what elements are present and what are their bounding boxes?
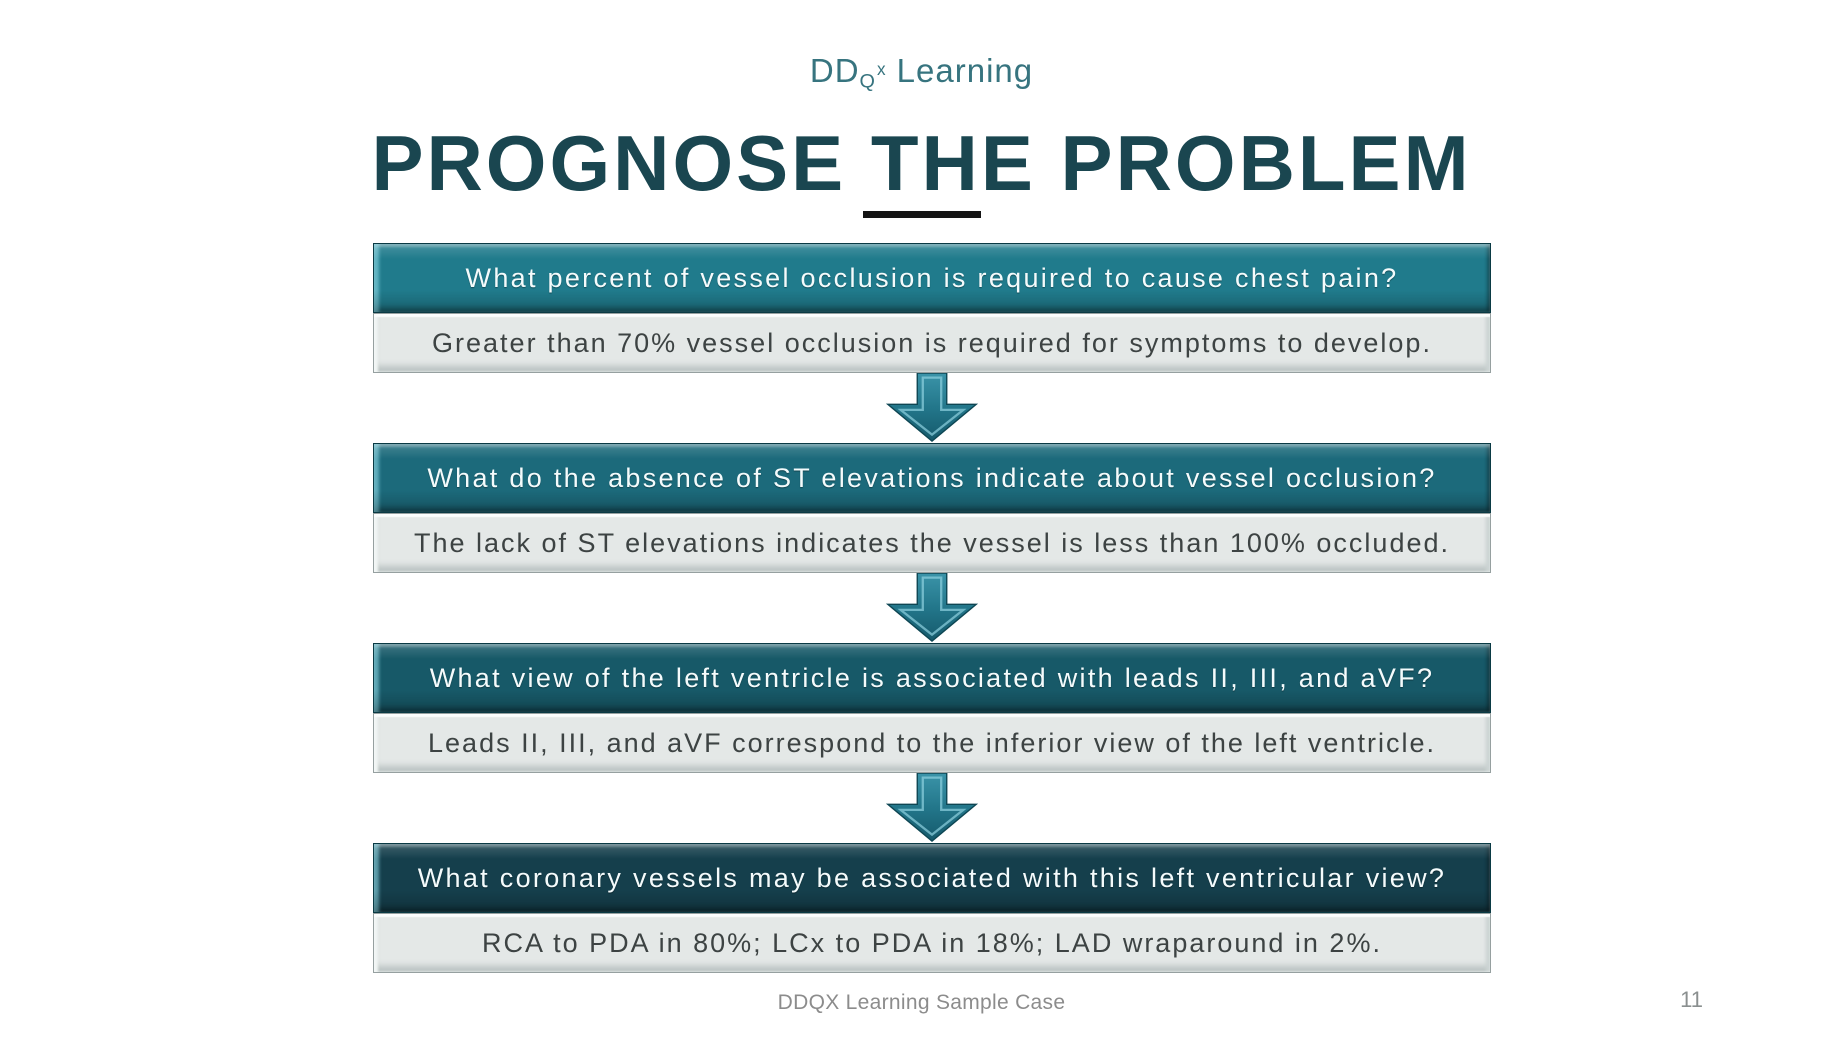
answer-row-4: RCA to PDA in 80%; LCx to PDA in 18%; LA… xyxy=(373,913,1491,973)
page-number: 11 xyxy=(1680,987,1703,1012)
footer-caption: DDQX Learning Sample Case xyxy=(777,991,1066,1014)
brand-logo-subscript: Q xyxy=(859,70,876,93)
brand-logo: DDQx Learning xyxy=(0,52,1843,94)
question-text-1: What percent of vessel occlusion is requ… xyxy=(465,262,1399,293)
question-text-4: What coronary vessels may be associated … xyxy=(417,862,1447,893)
flow-arrow-1 xyxy=(373,373,1491,443)
question-bar-1: What percent of vessel occlusion is requ… xyxy=(373,243,1491,313)
down-arrow-icon xyxy=(885,773,979,843)
flow-arrow-2 xyxy=(373,573,1491,643)
answer-text-3: Leads II, III, and aVF correspond to the… xyxy=(428,727,1436,758)
title-underline xyxy=(862,211,981,218)
answer-text-2: The lack of ST elevations indicates the … xyxy=(414,527,1450,558)
question-bar-2: What do the absence of ST elevations ind… xyxy=(373,443,1491,513)
brand-logo-superscript: x xyxy=(876,58,887,79)
answer-row-1: Greater than 70% vessel occlusion is req… xyxy=(373,313,1491,373)
answer-text-4: RCA to PDA in 80%; LCx to PDA in 18%; LA… xyxy=(482,927,1382,958)
question-bar-4: What coronary vessels may be associated … xyxy=(373,843,1491,913)
flow-arrow-3 xyxy=(373,773,1491,843)
question-text-2: What do the absence of ST elevations ind… xyxy=(427,462,1437,493)
answer-text-1: Greater than 70% vessel occlusion is req… xyxy=(432,327,1432,358)
brand-logo-rest: Learning xyxy=(886,52,1034,89)
question-text-3: What view of the left ventricle is assoc… xyxy=(429,662,1435,693)
answer-row-3: Leads II, III, and aVF correspond to the… xyxy=(373,713,1491,773)
qa-flow: What percent of vessel occlusion is requ… xyxy=(373,243,1491,973)
down-arrow-icon xyxy=(885,373,979,443)
brand-logo-dd: DD xyxy=(809,52,860,89)
question-bar-3: What view of the left ventricle is assoc… xyxy=(373,643,1491,713)
page-title: PROGNOSE THE PROBLEM xyxy=(371,119,1472,207)
answer-row-2: The lack of ST elevations indicates the … xyxy=(373,513,1491,573)
down-arrow-icon xyxy=(885,573,979,643)
